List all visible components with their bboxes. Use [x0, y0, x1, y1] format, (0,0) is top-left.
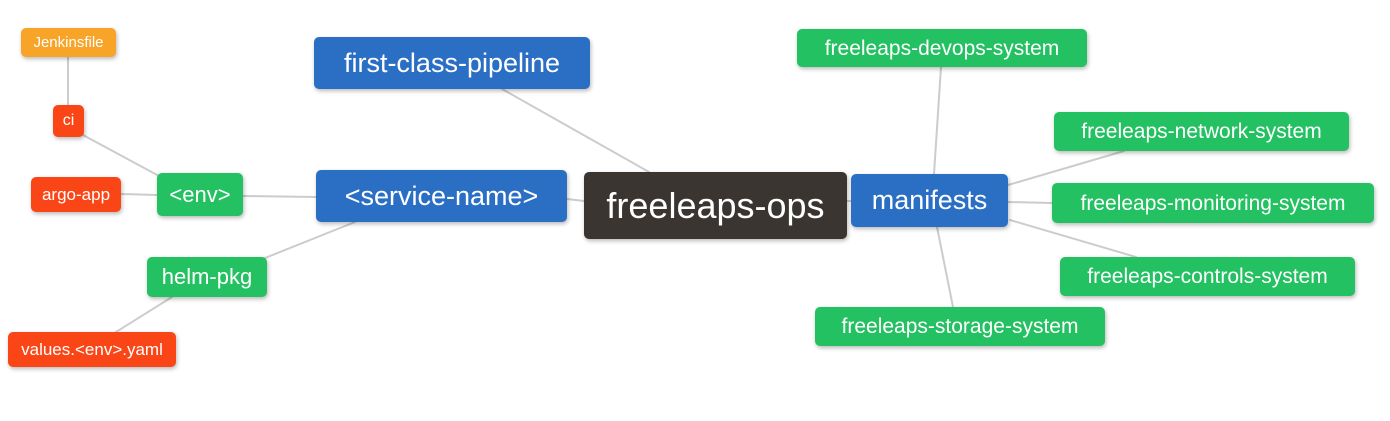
mindmap-node-manifests[interactable]: manifests [851, 174, 1008, 227]
mindmap-node-service-name[interactable]: <service-name> [316, 170, 567, 222]
edge-service-name-to-helm-pkg [264, 221, 356, 259]
edge-env-to-service-name [242, 195, 317, 198]
edge-helm-pkg-to-values-env-yaml [115, 296, 173, 333]
mindmap-node-freeleaps-ops[interactable]: freeleaps-ops [584, 172, 847, 239]
mindmap-node-label: freeleaps-storage-system [841, 315, 1079, 338]
edge-manifests-to-freeleaps-controls-system [1009, 219, 1137, 258]
edge-manifests-to-freeleaps-network-system [1007, 150, 1125, 186]
mindmap-node-label: Jenkinsfile [33, 34, 104, 51]
mindmap-node-label: freeleaps-network-system [1081, 120, 1322, 143]
mindmap-node-label: <service-name> [344, 180, 539, 211]
mindmap-node-first-class-pipeline[interactable]: first-class-pipeline [314, 37, 590, 89]
mindmap-node-values-env-yaml[interactable]: values.<env>.yaml [8, 332, 176, 367]
mindmap-node-freeleaps-controls-system[interactable]: freeleaps-controls-system [1060, 257, 1355, 296]
mindmap-node-argo-app[interactable]: argo-app [31, 177, 121, 212]
mindmap-node-ci[interactable]: ci [53, 105, 84, 137]
mindmap-node-label: <env> [169, 181, 231, 207]
mindmap-node-label: freeleaps-controls-system [1087, 265, 1328, 288]
mindmap-node-label: freeleaps-ops [606, 184, 825, 226]
mindmap-node-label: manifests [871, 185, 988, 215]
mindmap-node-helm-pkg[interactable]: helm-pkg [147, 257, 267, 297]
mindmap-node-freeleaps-storage-system[interactable]: freeleaps-storage-system [815, 307, 1105, 346]
edge-ci-to-env [82, 134, 160, 177]
mindmap-node-freeleaps-monitoring-system[interactable]: freeleaps-monitoring-system [1052, 183, 1374, 223]
mindmap-node-freeleaps-network-system[interactable]: freeleaps-network-system [1054, 112, 1349, 151]
edge-manifests-to-freeleaps-devops-system [933, 66, 942, 175]
mindmap-node-jenkinsfile[interactable]: Jenkinsfile [21, 28, 116, 57]
edge-service-name-to-freeleaps-ops [566, 198, 585, 202]
mindmap-node-label: helm-pkg [161, 264, 253, 289]
mindmap-node-label: freeleaps-monitoring-system [1080, 191, 1346, 215]
mindmap-node-label: argo-app [41, 185, 111, 204]
edge-argo-app-to-env [120, 193, 158, 196]
mindmap-node-label: first-class-pipeline [343, 47, 561, 78]
edge-manifests-to-freeleaps-monitoring-system [1007, 201, 1053, 204]
mindmap-node-freeleaps-devops-system[interactable]: freeleaps-devops-system [797, 29, 1087, 67]
edge-manifests-to-freeleaps-storage-system [936, 226, 954, 308]
mindmap-node-label: ci [62, 112, 75, 129]
mindmap-node-label: values.<env>.yaml [21, 340, 163, 359]
mindmap-node-label: freeleaps-devops-system [824, 36, 1060, 60]
edge-first-class-pipeline-to-freeleaps-ops [501, 88, 650, 173]
mindmap-node-env[interactable]: <env> [157, 173, 243, 216]
